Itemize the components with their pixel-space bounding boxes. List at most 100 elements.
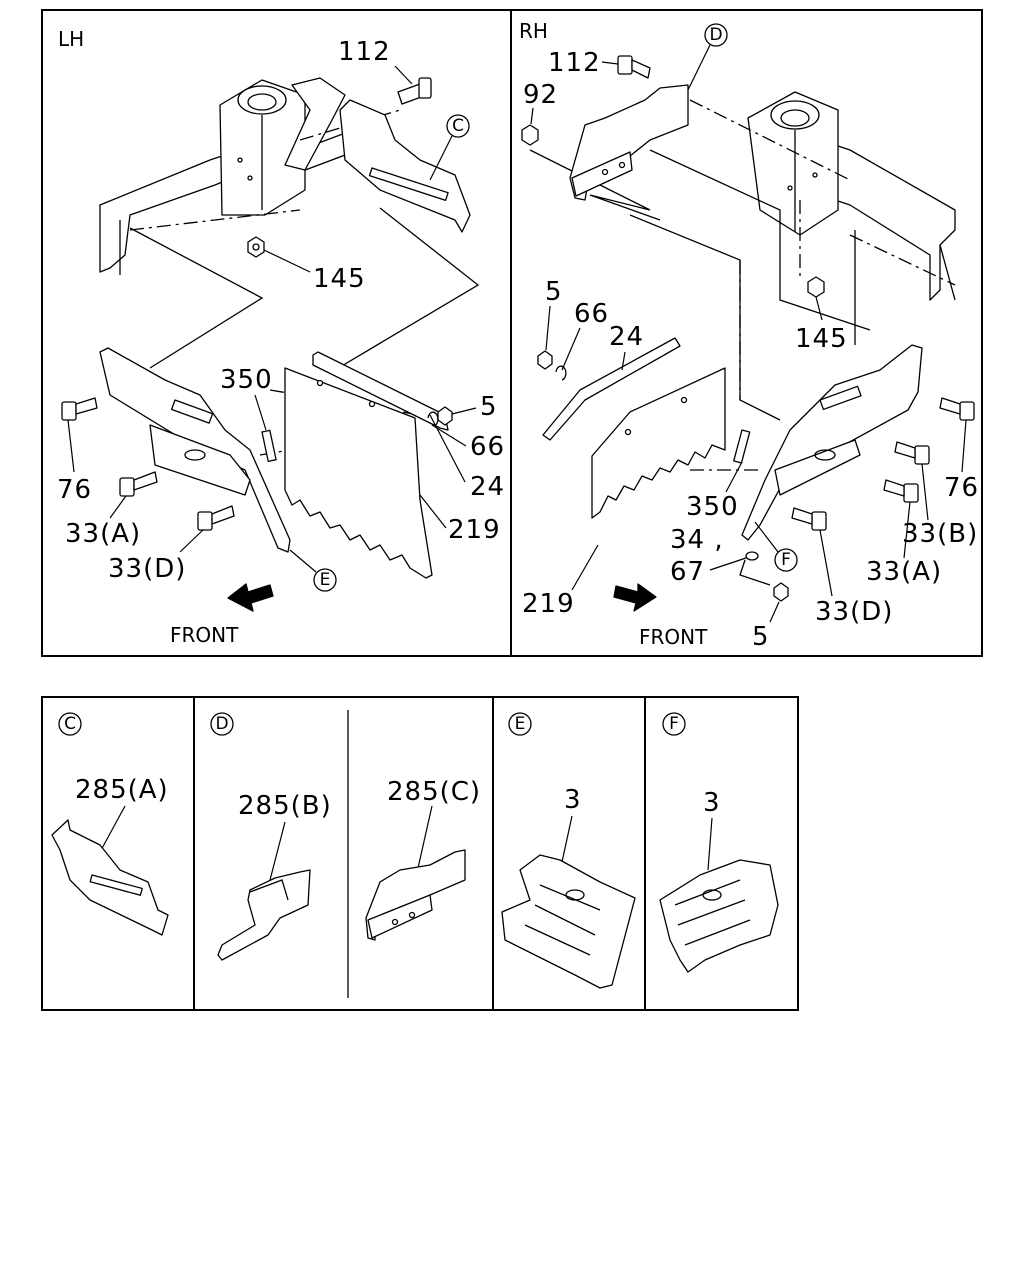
rh-leader <box>601 61 619 65</box>
detail-d1: D 285(B) <box>210 712 332 961</box>
detail-c-ref: C <box>64 714 76 734</box>
lh-guide-line <box>129 209 301 231</box>
lh-bolt-112 <box>397 77 432 105</box>
lh-front-label: FRONT <box>170 623 239 647</box>
lh-plate-24 <box>312 351 449 431</box>
rh-nut-5-top <box>537 350 553 370</box>
lh-front-arrow-icon <box>227 583 274 612</box>
lh-leader <box>109 495 127 519</box>
lh-bolt-33a <box>119 471 158 497</box>
rh-guide-line <box>689 99 851 181</box>
rh-stay <box>741 344 923 541</box>
rh-leader <box>961 419 967 473</box>
rh-callout-33a: 33(A) <box>866 557 942 587</box>
rh-leader <box>530 107 534 125</box>
rh-bolt-112 <box>617 55 651 79</box>
rh-bolt-76 <box>939 397 975 421</box>
detail-f-part: 3 <box>703 788 721 818</box>
lh-panel-title: LH <box>58 27 84 51</box>
rh-leader <box>815 296 823 321</box>
rh-leader <box>571 544 599 591</box>
rh-frame-mount <box>747 91 839 236</box>
lh-nut-145 <box>247 236 265 258</box>
rh-leader <box>545 305 551 351</box>
rh-guide-line <box>739 559 771 586</box>
lh-leader <box>394 65 413 85</box>
detail-c-bracket <box>51 819 169 936</box>
lh-panel: LH <box>57 27 505 647</box>
lh-guide-line <box>334 207 480 371</box>
rh-callout-112: 112 <box>548 48 601 78</box>
ref-circle-c <box>446 114 470 138</box>
rh-nut-145 <box>807 276 825 298</box>
detail-d1-bracket <box>217 869 311 961</box>
lh-leader <box>431 424 467 447</box>
lh-callout-219: 219 <box>448 515 501 545</box>
rh-leader <box>754 521 779 553</box>
rh-callout-350: 350 <box>686 492 739 522</box>
detail-f: F 3 <box>659 712 779 973</box>
lh-callout-145: 145 <box>313 264 366 294</box>
rh-callout-34: 34 , <box>670 525 724 555</box>
lh-leader <box>451 407 477 415</box>
rh-washer-66 <box>555 365 567 381</box>
detail-d-ref: D <box>215 714 228 734</box>
detail-d1-part: 285(B) <box>238 791 332 821</box>
ref-circle-d <box>704 23 728 47</box>
rh-front-arrow-icon <box>613 583 657 612</box>
lh-bolt-76 <box>61 397 98 421</box>
rh-leader <box>687 44 711 91</box>
rh-callout-92: 92 <box>523 80 558 110</box>
lh-callout-112: 112 <box>338 37 391 67</box>
detail-e-ref: E <box>515 714 526 734</box>
detail-d2: 285(C) <box>365 777 481 941</box>
rh-washer-67 <box>745 551 759 561</box>
lh-callout-66: 66 <box>470 432 505 462</box>
rh-leader <box>903 501 911 559</box>
rh-guide-line <box>849 234 956 286</box>
rh-bolt-33b <box>894 441 930 465</box>
lh-clip-350 <box>261 429 277 462</box>
rh-clip-350 <box>733 429 751 464</box>
rh-callout-219: 219 <box>522 589 575 619</box>
ref-e-label: E <box>320 570 331 590</box>
rh-mud-flap <box>591 367 726 519</box>
rh-leader <box>709 557 747 571</box>
rh-callout-145: 145 <box>795 324 848 354</box>
rh-upper-bracket <box>569 84 689 201</box>
rh-guide-line <box>649 149 871 331</box>
rh-callout-5-top: 5 <box>545 277 563 307</box>
detail-e-part: 3 <box>564 785 582 815</box>
ref-f-label: F <box>781 550 791 570</box>
lh-callout-76: 76 <box>57 475 92 505</box>
lh-callout-33a: 33(A) <box>65 519 141 549</box>
lh-leader <box>289 549 317 573</box>
detail-f-ref: F <box>669 714 679 734</box>
rh-callout-76: 76 <box>944 473 979 503</box>
rh-panel: RH D <box>519 19 979 652</box>
rh-guide-line <box>629 214 781 421</box>
rh-leader <box>621 351 626 371</box>
lh-stay <box>99 347 291 553</box>
rh-nut-5-bottom <box>773 582 789 602</box>
lh-callout-24: 24 <box>470 472 505 502</box>
rh-plate-24 <box>542 337 681 441</box>
rh-front-label: FRONT <box>639 625 708 649</box>
lh-frame-mount <box>219 77 346 216</box>
rh-leader <box>921 463 929 521</box>
rh-panel-title: RH <box>519 19 548 43</box>
lh-washer-66 <box>427 411 439 427</box>
ref-circle-f <box>774 548 798 572</box>
lh-upper-bracket <box>339 99 471 233</box>
lh-leader <box>179 529 204 553</box>
ref-d-label: D <box>709 25 722 45</box>
lh-bolt-33d <box>197 505 235 531</box>
lh-callout-33d: 33(D) <box>108 554 186 584</box>
detail-d2-part: 285(C) <box>387 777 481 807</box>
rh-callout-66: 66 <box>574 299 609 329</box>
rh-callout-33b: 33(B) <box>902 519 978 549</box>
rh-leader <box>769 601 780 623</box>
detail-c: C 285(A) <box>51 712 169 936</box>
rh-callout-33d: 33(D) <box>815 597 893 627</box>
